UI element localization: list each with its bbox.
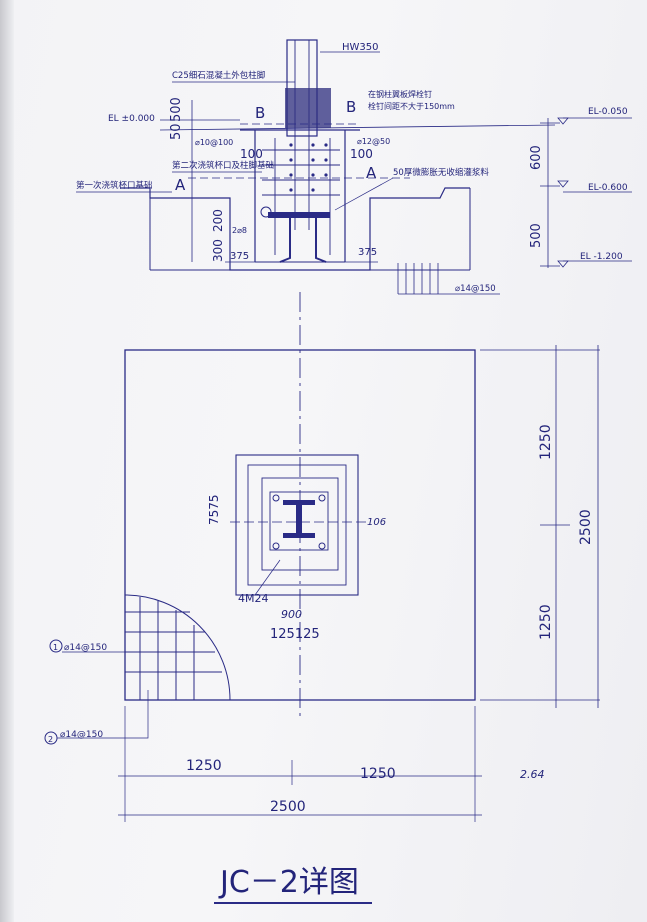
first-pour-note: 第一次浇筑杯口基础	[76, 180, 153, 191]
dim-7575: 7575	[207, 494, 221, 525]
bolts-label: 4M24	[238, 592, 269, 605]
elevation-markers	[557, 117, 632, 268]
dim-375-right: 375	[358, 247, 377, 258]
el-000: EL ±0.000	[108, 114, 155, 124]
dim-100-left: 100	[240, 147, 263, 161]
handwritten-900: 900	[281, 608, 302, 621]
cup-inner	[247, 464, 347, 586]
plan-view: 7575 125125 900 106 4M24 1 ⌀14@150 2 ⌀14…	[44, 345, 600, 822]
section-view: A A B B HW350 C25细石混凝土外包柱脚 在钢柱翼板焊栓钉 栓钉间距…	[76, 39, 632, 295]
concrete-note: C25细石混凝土外包柱脚	[172, 70, 265, 81]
dim-600: 600	[529, 145, 544, 170]
marker-2-label: 2	[48, 735, 53, 744]
plan-right-dims	[480, 345, 600, 708]
dim-500-bottom: 500	[529, 223, 544, 248]
stud-note-2: 栓钉间距不大于150mm	[368, 101, 455, 111]
column-label: HW350	[342, 42, 379, 53]
rebar-1: ⌀14@150	[64, 643, 107, 653]
dim-125125: 125125	[270, 627, 320, 642]
dim-right-total: 2500	[578, 509, 594, 545]
rebar-2d8: 2⌀8	[232, 226, 247, 235]
ground-line	[159, 124, 556, 131]
base-rebar-ticks	[397, 263, 500, 295]
cut-b-left: B	[255, 104, 265, 122]
base-plate	[268, 212, 330, 218]
dim-300: 300	[211, 239, 225, 262]
rebar-vertical: ⌀12@50	[357, 137, 390, 146]
column-flange-bottom	[283, 533, 315, 538]
column-web	[296, 505, 302, 533]
stud-note-1: 在钢柱翼板焊栓钉	[368, 89, 432, 99]
column-flange-top	[283, 500, 315, 505]
rebar-2: ⌀14@150	[60, 730, 103, 740]
rebar-2-leader	[57, 690, 149, 739]
plan-bottom-dims	[118, 706, 482, 822]
anchor-bolts	[279, 212, 327, 263]
grout-note: 50厚微膨胀无收缩灌浆料	[393, 167, 489, 178]
dim-bottom-left: 1250	[186, 758, 222, 774]
rebar-stirrup: ⌀10@100	[195, 138, 233, 147]
rebar-mesh	[124, 594, 231, 701]
el-050: EL-0.050	[588, 107, 628, 117]
rebar-base: ⌀14@150	[455, 284, 496, 294]
bolts-leader	[254, 559, 281, 596]
handwritten-note: 2.64	[520, 768, 545, 781]
footing-outline	[124, 349, 476, 701]
studs	[289, 143, 328, 192]
dim-right-top: 1250	[538, 424, 554, 460]
dim-right-bottom: 1250	[538, 604, 554, 640]
dim-50: 50	[169, 123, 184, 140]
dim-100-right: 100	[350, 147, 373, 161]
dim-bottom-right: 1250	[360, 766, 396, 782]
pedestal	[261, 477, 339, 571]
cut-a-right: A	[366, 164, 377, 182]
sheet-edge-shadow	[0, 0, 14, 922]
drawing-title: JC－2详图	[218, 865, 359, 900]
cup-outer	[235, 454, 359, 596]
stirrups	[262, 138, 340, 255]
cut-b-right: B	[346, 98, 356, 116]
dim-500-top: 500	[169, 97, 184, 122]
second-pour-note: 第二次浇筑杯口及柱脚基础	[172, 160, 274, 171]
concrete-encasement	[285, 88, 331, 128]
el-600: EL-0.600	[588, 183, 628, 193]
dim-200: 200	[211, 209, 225, 232]
base-plate-plan	[269, 491, 329, 551]
plan-anchors	[272, 494, 326, 550]
dim-375-left: 375	[230, 251, 249, 262]
grout-leader	[334, 177, 394, 211]
marker-1-label: 1	[53, 643, 58, 652]
handwritten-106: 106	[367, 517, 386, 528]
dim-bottom-total: 2500	[270, 799, 306, 815]
cut-a-left: A	[175, 176, 186, 194]
grout-marker	[260, 206, 272, 218]
marker-1	[49, 639, 63, 653]
el-1200: EL -1.200	[580, 252, 623, 262]
